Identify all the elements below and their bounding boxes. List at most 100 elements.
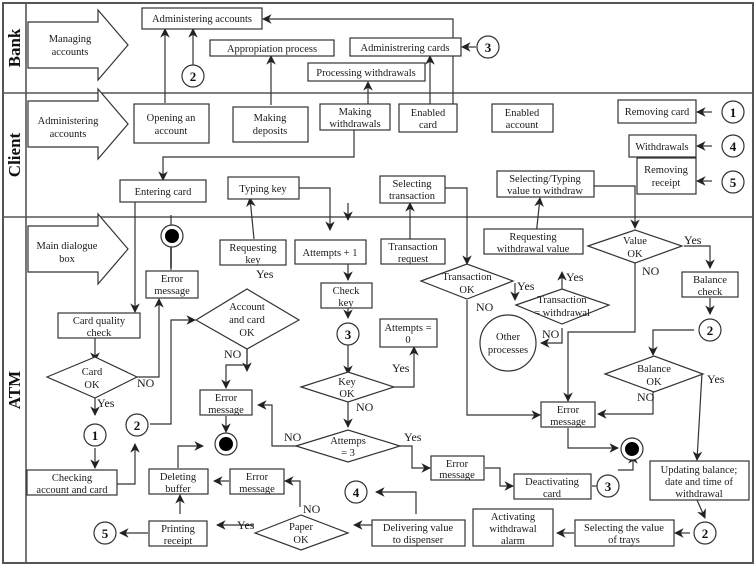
svg-text:5: 5 bbox=[730, 175, 737, 190]
svg-text:Enabled: Enabled bbox=[505, 108, 540, 119]
banner-main-dialogue-line1: Main dialogue bbox=[37, 241, 98, 252]
svg-text:message: message bbox=[439, 470, 475, 481]
connector-3-atm-deactivate: 3 bbox=[596, 474, 620, 498]
svg-text:Requesting: Requesting bbox=[229, 243, 277, 254]
label-yes-transaction-ok: Yes bbox=[517, 279, 535, 293]
lane-title-client: Client bbox=[5, 132, 24, 177]
svg-text:Paper: Paper bbox=[289, 522, 313, 533]
box-transaction-request: Transaction request bbox=[380, 238, 446, 265]
svg-text:receipt: receipt bbox=[164, 536, 193, 547]
svg-text:OK: OK bbox=[239, 328, 255, 339]
svg-text:= 3: = 3 bbox=[341, 448, 355, 459]
svg-text:= withdrawal: = withdrawal bbox=[534, 308, 590, 319]
diamond-balance-ok: Balance OK bbox=[603, 355, 705, 393]
label-yes-value-ok: Yes bbox=[684, 233, 702, 247]
box-removing-receipt: Removing receipt bbox=[636, 157, 697, 195]
svg-text:OK: OK bbox=[459, 285, 475, 296]
svg-text:Check: Check bbox=[333, 286, 361, 297]
svg-text:message: message bbox=[550, 417, 586, 428]
box-entering-card: Entering card bbox=[119, 179, 207, 203]
svg-text:withdrawals: withdrawals bbox=[329, 119, 380, 130]
svg-text:Printing: Printing bbox=[161, 524, 196, 535]
svg-text:of trays: of trays bbox=[608, 535, 640, 546]
connector-2-atm-left: 2 bbox=[125, 413, 149, 437]
diamond-value-ok: Value OK bbox=[586, 229, 684, 264]
svg-text:Value: Value bbox=[623, 236, 647, 247]
svg-text:Error: Error bbox=[557, 405, 580, 416]
svg-text:card: card bbox=[543, 489, 562, 500]
box-checking-account-card: Checking account and card bbox=[26, 469, 118, 496]
box-error-message-3: Error message bbox=[540, 401, 596, 428]
svg-text:Entering card: Entering card bbox=[135, 187, 193, 198]
end-terminal-2 bbox=[214, 432, 238, 456]
label-no-paper-ok: NO bbox=[303, 502, 321, 516]
banner-administering-accounts bbox=[27, 87, 129, 161]
svg-text:Balance: Balance bbox=[693, 275, 727, 286]
svg-text:account: account bbox=[155, 126, 188, 137]
svg-text:Enabled: Enabled bbox=[411, 108, 446, 119]
svg-text:check: check bbox=[698, 287, 723, 298]
label-yes-transaction-withdrawal: Yes bbox=[566, 270, 584, 284]
svg-text:Attempts =: Attempts = bbox=[384, 323, 431, 334]
svg-text:1: 1 bbox=[92, 428, 99, 443]
svg-text:value to withdraw: value to withdraw bbox=[507, 186, 583, 197]
banner-managing-accounts-line1: Managing bbox=[49, 34, 92, 45]
svg-text:Typing key: Typing key bbox=[239, 184, 287, 195]
svg-text:Updating balance;: Updating balance; bbox=[661, 465, 738, 476]
svg-text:deposits: deposits bbox=[253, 126, 287, 137]
svg-text:2: 2 bbox=[134, 418, 141, 433]
label-yes-attempts: Yes bbox=[404, 430, 422, 444]
box-enabled-account: Enabled account bbox=[491, 103, 554, 133]
svg-text:Deactivating: Deactivating bbox=[525, 477, 579, 488]
label-yes-key-ok: Yes bbox=[392, 361, 410, 375]
box-updating-balance: Updating balance; date and time of withd… bbox=[649, 460, 750, 501]
box-deactivating-card: Deactivating card bbox=[513, 473, 592, 500]
label-no-card-ok: NO bbox=[137, 376, 155, 390]
box-error-message-4: Error message bbox=[430, 455, 485, 481]
svg-text:date and time of: date and time of bbox=[665, 477, 733, 488]
label-yes-paper-ok: Yes bbox=[237, 518, 255, 532]
diamond-attempts-3: Attemps = 3 bbox=[293, 429, 403, 463]
banner-administering-accounts-line2: accounts bbox=[50, 129, 87, 140]
svg-text:message: message bbox=[208, 405, 244, 416]
svg-text:Removing: Removing bbox=[644, 165, 688, 176]
svg-text:Card: Card bbox=[82, 367, 103, 378]
box-error-message-2: Error message bbox=[199, 389, 253, 416]
end-terminal-1 bbox=[160, 224, 184, 248]
label-no-account-card: NO bbox=[224, 347, 242, 361]
box-printing-receipt: Printing receipt bbox=[148, 520, 208, 547]
svg-text:Error: Error bbox=[446, 459, 469, 470]
banner-main-dialogue-box bbox=[27, 212, 129, 286]
label-no-transaction-ok: NO bbox=[476, 300, 494, 314]
svg-text:withdrawal value: withdrawal value bbox=[497, 244, 570, 255]
diamond-transaction-withdrawal: Transaction = withdrawal bbox=[514, 288, 611, 325]
svg-text:Attempts + 1: Attempts + 1 bbox=[303, 248, 358, 259]
svg-text:account and card: account and card bbox=[36, 485, 108, 496]
svg-text:OK: OK bbox=[84, 380, 100, 391]
connector-5-atm: 5 bbox=[93, 521, 117, 545]
box-administering-cards: Administrering cards bbox=[349, 37, 462, 57]
box-attempts-plus-one: Attempts + 1 bbox=[294, 239, 367, 265]
svg-text:Processing withdrawals: Processing withdrawals bbox=[316, 68, 415, 79]
label-no-transaction-withdrawal: NO bbox=[542, 327, 560, 341]
svg-text:and card: and card bbox=[229, 315, 266, 326]
box-check-key: Check key bbox=[320, 282, 373, 309]
diamond-account-card-ok: Account and card OK bbox=[194, 288, 301, 350]
svg-text:withdrawal: withdrawal bbox=[489, 524, 536, 535]
svg-text:2: 2 bbox=[702, 526, 709, 541]
svg-text:OK: OK bbox=[339, 389, 355, 400]
box-enabled-card: Enabled card bbox=[398, 103, 458, 133]
svg-text:3: 3 bbox=[345, 327, 352, 342]
box-appropiation-process: Appropiation process bbox=[209, 39, 335, 57]
svg-text:Error: Error bbox=[215, 393, 238, 404]
diamond-key-ok: Key OK bbox=[299, 371, 396, 403]
svg-text:OK: OK bbox=[293, 535, 309, 546]
svg-text:0: 0 bbox=[405, 335, 410, 346]
svg-text:Selecting the value: Selecting the value bbox=[584, 523, 664, 534]
svg-text:Appropiation process: Appropiation process bbox=[227, 44, 317, 55]
connector-1-atm: 1 bbox=[83, 423, 107, 447]
svg-text:Error: Error bbox=[246, 472, 269, 483]
svg-text:key: key bbox=[245, 255, 261, 266]
box-activating-alarm: Activating withdrawal alarm bbox=[472, 508, 554, 547]
